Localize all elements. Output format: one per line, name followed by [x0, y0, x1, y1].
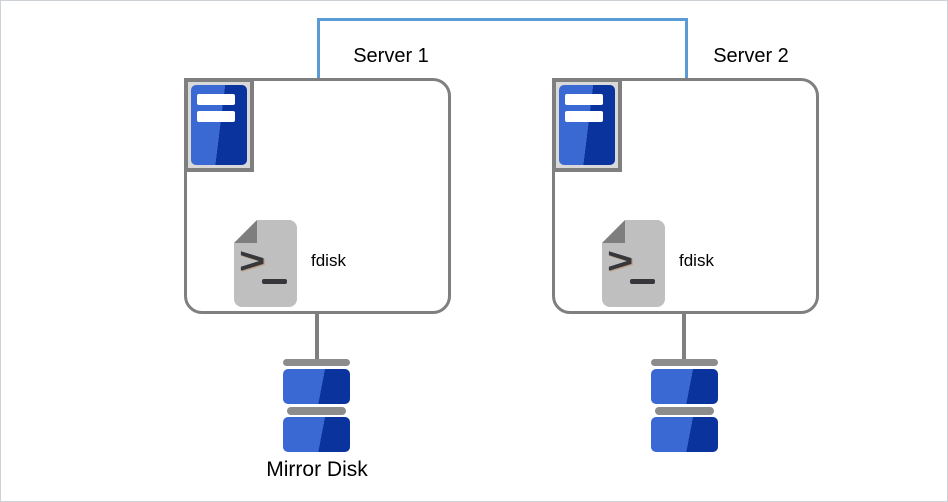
mirror-disk-label: Mirror Disk	[266, 458, 368, 481]
server-2-box: > fdisk	[552, 78, 819, 314]
server-tower-body	[191, 85, 247, 165]
disk-divider	[655, 407, 714, 415]
tower-slot-icon	[197, 94, 235, 105]
tower-slot-icon	[197, 111, 235, 122]
disk-platter	[283, 369, 350, 404]
server-2-label: Server 2	[713, 45, 789, 67]
server-2-disk-connector	[682, 312, 686, 359]
server-tower-icon	[552, 78, 622, 172]
server-tower-icon	[184, 78, 254, 172]
prompt-underscore-icon	[262, 279, 287, 284]
disk-divider	[287, 407, 346, 415]
server-tower-body	[559, 85, 615, 165]
fdisk-label: fdisk	[311, 251, 346, 270]
server-1-disk-connector	[315, 312, 319, 359]
server-interconnect-line	[317, 18, 688, 78]
terminal-file-icon: >	[234, 220, 297, 307]
prompt-chevron-icon: >	[239, 240, 266, 281]
prompt-underscore-icon	[630, 279, 655, 284]
terminal-file-icon: >	[602, 220, 665, 307]
tower-slot-icon	[565, 94, 603, 105]
disk-cap	[283, 359, 350, 366]
fdisk-label: fdisk	[679, 251, 714, 270]
disk-stack-icon	[651, 359, 718, 452]
disk-cap	[651, 359, 718, 366]
mirror-disk-icon	[283, 359, 350, 452]
server-1-box: > fdisk	[184, 78, 451, 314]
disk-platter	[283, 417, 350, 452]
tower-slot-icon	[565, 111, 603, 122]
disk-platter	[651, 417, 718, 452]
prompt-chevron-icon: >	[607, 240, 634, 281]
disk-platter	[651, 369, 718, 404]
server-1-label: Server 1	[353, 45, 429, 67]
